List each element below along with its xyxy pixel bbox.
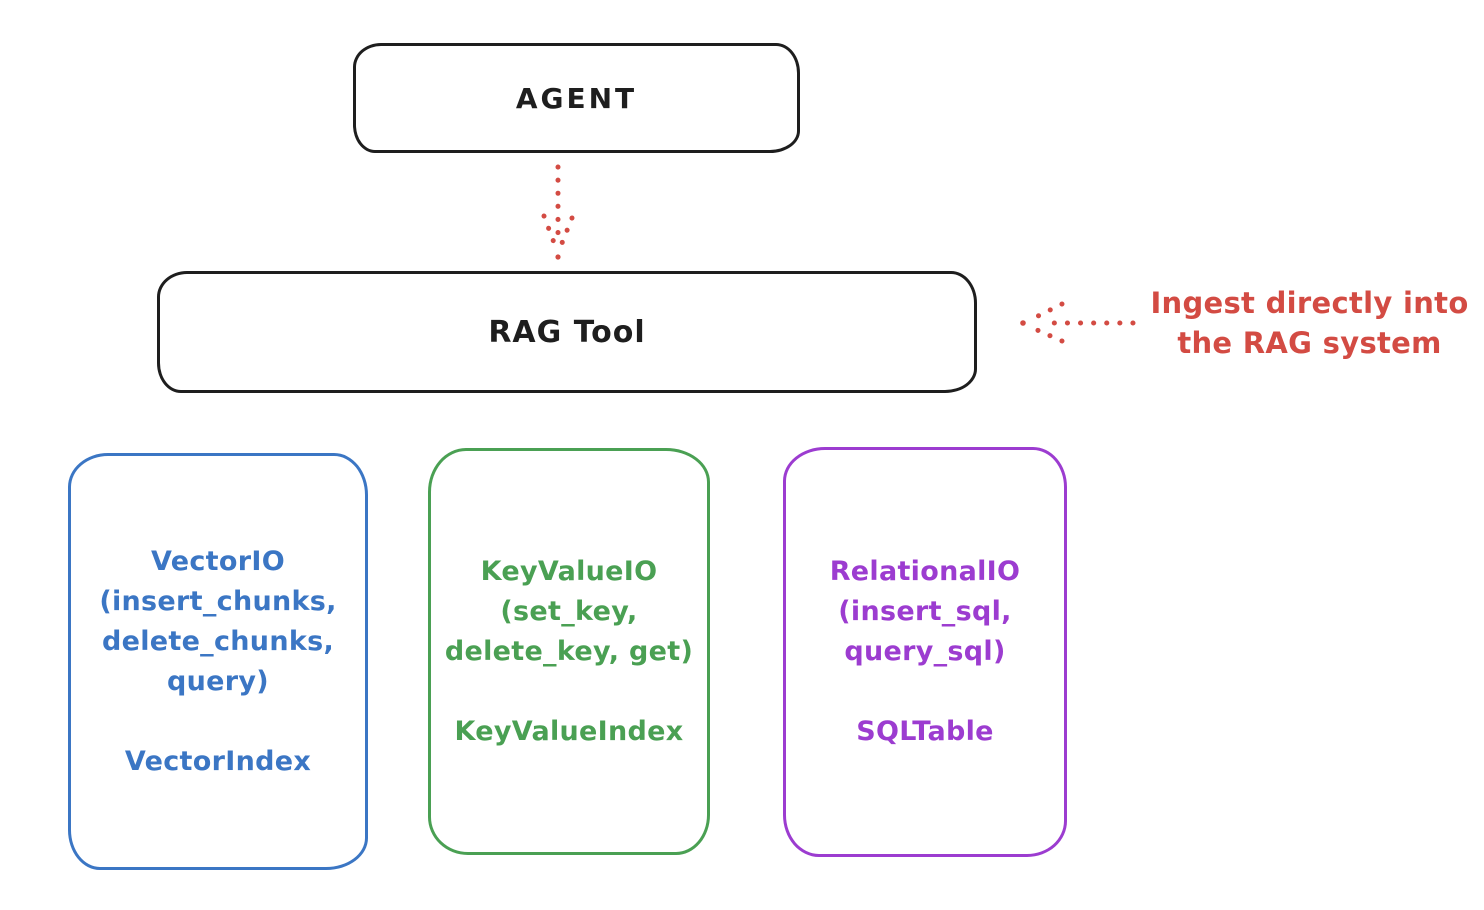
keyvalue-io-label: KeyValueIO (set_key, delete_key, get): [445, 552, 693, 672]
vector-index-label: VectorIndex: [124, 745, 312, 777]
relational-io-param: (insert_sql,: [838, 596, 1012, 627]
keyvalue-io-param: (set_key,: [500, 595, 638, 627]
vector-io-node: VectorIO (insert_chunks, delete_chunks, …: [68, 453, 368, 870]
rag-tool-node: RAG Tool: [157, 271, 977, 393]
keyvalue-io-node: KeyValueIO (set_key, delete_key, get) Ke…: [428, 448, 710, 855]
keyvalue-io-title: KeyValueIO: [480, 555, 658, 587]
relational-io-param: query_sql): [844, 636, 1006, 667]
relational-io-node: RelationalIO (insert_sql, query_sql) SQL…: [783, 447, 1067, 857]
vector-io-title: VectorIO: [151, 545, 285, 577]
keyvalue-io-param: delete_key, get): [444, 635, 694, 667]
ingest-annotation-line1: Ingest directly into: [1150, 286, 1469, 320]
ingest-annotation-arrow: [1020, 301, 1136, 344]
relational-io-label: RelationalIO (insert_sql, query_sql): [830, 552, 1021, 672]
rag-tool-label: RAG Tool: [488, 314, 646, 350]
keyvalue-index-label: KeyValueIndex: [454, 715, 684, 747]
ingest-annotation: Ingest directly into the RAG system: [1135, 283, 1484, 363]
vector-io-param: (insert_chunks,: [99, 585, 337, 617]
ingest-annotation-line2: the RAG system: [1177, 326, 1442, 360]
vector-io-label: VectorIO (insert_chunks, delete_chunks, …: [99, 542, 336, 702]
relational-io-title: RelationalIO: [829, 556, 1021, 587]
agent-to-ragtool-arrow: [541, 164, 575, 260]
agent-label: AGENT: [515, 81, 638, 115]
agent-node: AGENT: [353, 43, 800, 153]
sql-table-label: SQLTable: [856, 716, 994, 747]
vector-io-param: delete_chunks,: [101, 625, 335, 657]
vector-io-param: query): [167, 665, 269, 697]
